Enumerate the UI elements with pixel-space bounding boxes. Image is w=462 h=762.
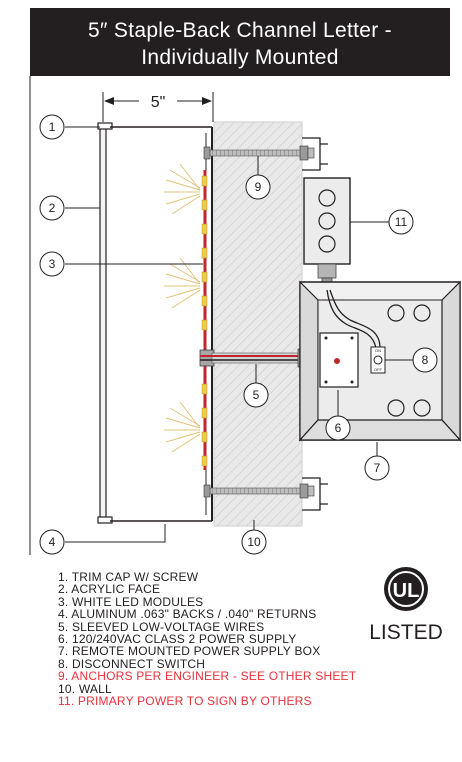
svg-text:10: 10	[247, 535, 261, 549]
callout-7: 7	[364, 455, 390, 481]
legend-item: 10. WALL	[58, 681, 112, 696]
callout-leaders	[65, 126, 413, 543]
callout-1: 1	[39, 114, 65, 140]
anchor-bottom	[203, 483, 315, 499]
ul-listed-caption: LISTED	[369, 621, 443, 644]
svg-text:9: 9	[255, 180, 262, 194]
acrylic-face	[99, 125, 107, 523]
legend-item: 3. WHITE LED MODULES	[58, 594, 204, 609]
svg-text:4: 4	[49, 535, 56, 549]
callout-2: 2	[39, 195, 65, 221]
svg-text:5: 5	[253, 388, 260, 402]
svg-text:6: 6	[335, 421, 342, 435]
callout-6: 6	[325, 415, 351, 441]
svg-text:1: 1	[49, 120, 56, 134]
svg-text:8: 8	[422, 353, 429, 367]
title-line-1: 5″ Staple-Back Channel Letter -	[88, 19, 392, 42]
ul-listed-badge: UL LISTED	[369, 567, 443, 644]
ul-mark-text: UL	[393, 580, 420, 602]
legend-item: 9. ANCHORS PER ENGINEER - SEE OTHER SHEE…	[58, 669, 357, 684]
legend-item: 5. SLEEVED LOW-VOLTAGE WIRES	[58, 619, 265, 634]
wall-channels	[302, 137, 328, 511]
title-line-2: Individually Mounted	[141, 46, 339, 69]
power-supply	[319, 332, 359, 388]
supply-wiring	[326, 289, 381, 349]
switch-off-label: OFF	[374, 367, 383, 372]
dimension-label: 5"	[151, 94, 166, 111]
title-banner: 5″ Staple-Back Channel Letter - Individu…	[30, 8, 450, 76]
legend-item: 4. ALUMINUM .063" BACKS / .040" RETURNS	[58, 607, 317, 622]
legend-item: 1. TRIM CAP W/ SCREW	[58, 570, 199, 584]
callout-5: 5	[243, 382, 269, 408]
trim-cap-bottom	[97, 516, 113, 524]
legend-item: 2. ACRYLIC FACE	[58, 582, 161, 597]
legend-item: 11. PRIMARY POWER TO SIGN BY OTHERS	[58, 694, 312, 709]
dimension-5in: 5"	[102, 92, 214, 122]
disconnect-switch: ON OFF	[370, 346, 386, 374]
legend-item: 6. 120/240VAC CLASS 2 POWER SUPPLY	[58, 632, 297, 647]
led-modules	[164, 163, 208, 470]
ul-mark-icon	[384, 567, 428, 611]
switch-on-label: ON	[375, 348, 381, 353]
callout-11: 11	[388, 209, 414, 235]
callout-9: 9	[245, 174, 271, 200]
legend-item: 7. REMOTE MOUNTED POWER SUPPLY BOX	[58, 644, 321, 659]
callout-8: 8	[412, 347, 438, 373]
svg-text:7: 7	[374, 461, 381, 475]
callout-3: 3	[39, 251, 65, 277]
legend-item: 8. DISCONNECT SWITCH	[58, 656, 206, 671]
channel-letter-section-diagram: 5"	[29, 76, 462, 555]
svg-text:3: 3	[49, 257, 56, 271]
svg-text:11: 11	[395, 215, 408, 229]
primary-power-junction-box	[303, 177, 351, 291]
svg-text:2: 2	[49, 201, 56, 215]
callout-4: 4	[39, 529, 65, 555]
trim-cap-top	[97, 122, 113, 130]
callout-10: 10	[241, 529, 267, 555]
